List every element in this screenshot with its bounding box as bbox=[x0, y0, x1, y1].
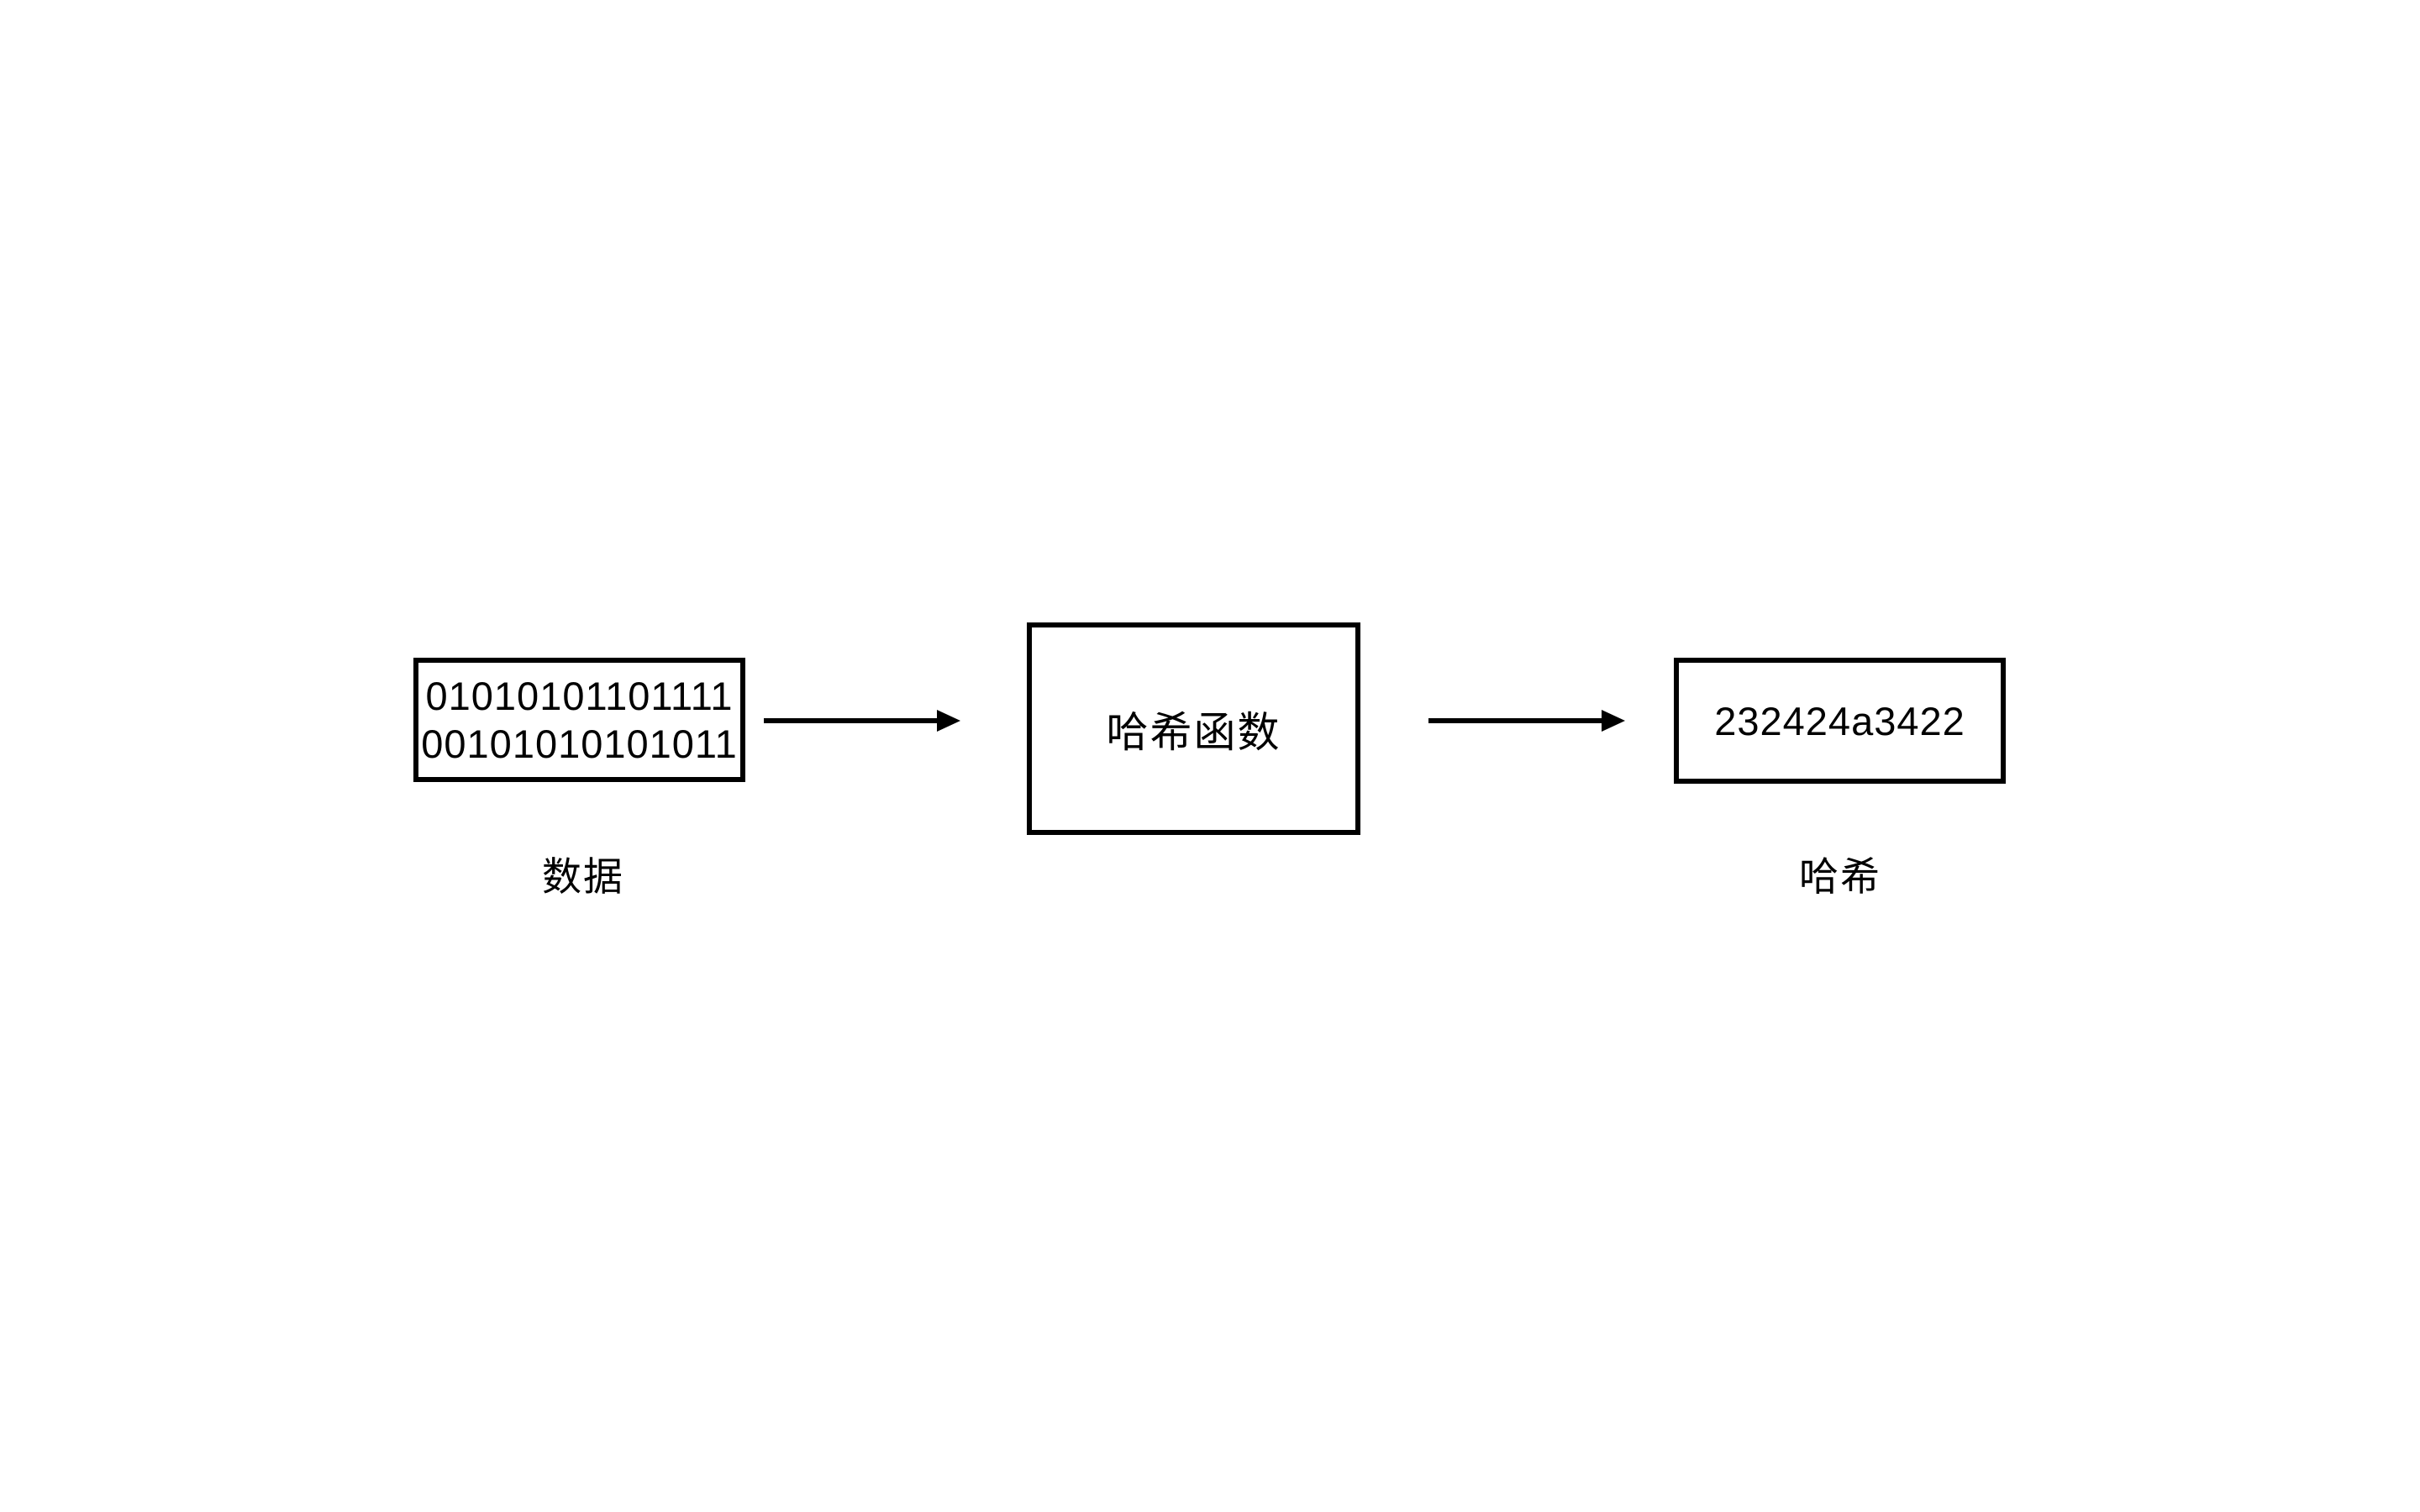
hash-function-box: 哈希函数 bbox=[1027, 622, 1360, 835]
hash-function-text: 哈希函数 bbox=[1106, 708, 1281, 756]
binary-line-1: 01010101101111 bbox=[425, 674, 734, 718]
arrow-right-icon bbox=[764, 710, 960, 732]
data-box: 01010101101111 00101010101011 bbox=[413, 658, 745, 782]
binary-line-2: 00101010101011 bbox=[421, 722, 738, 766]
hash-value: 232424a3422 bbox=[1714, 698, 1965, 743]
data-box-label: 数据 bbox=[542, 854, 624, 899]
arrow-right-icon bbox=[1428, 710, 1625, 732]
binary-text: 01010101101111 00101010101011 bbox=[421, 672, 737, 768]
hash-box-label: 哈希 bbox=[1799, 854, 1881, 899]
hash-result-box: 232424a3422 bbox=[1674, 658, 2006, 784]
